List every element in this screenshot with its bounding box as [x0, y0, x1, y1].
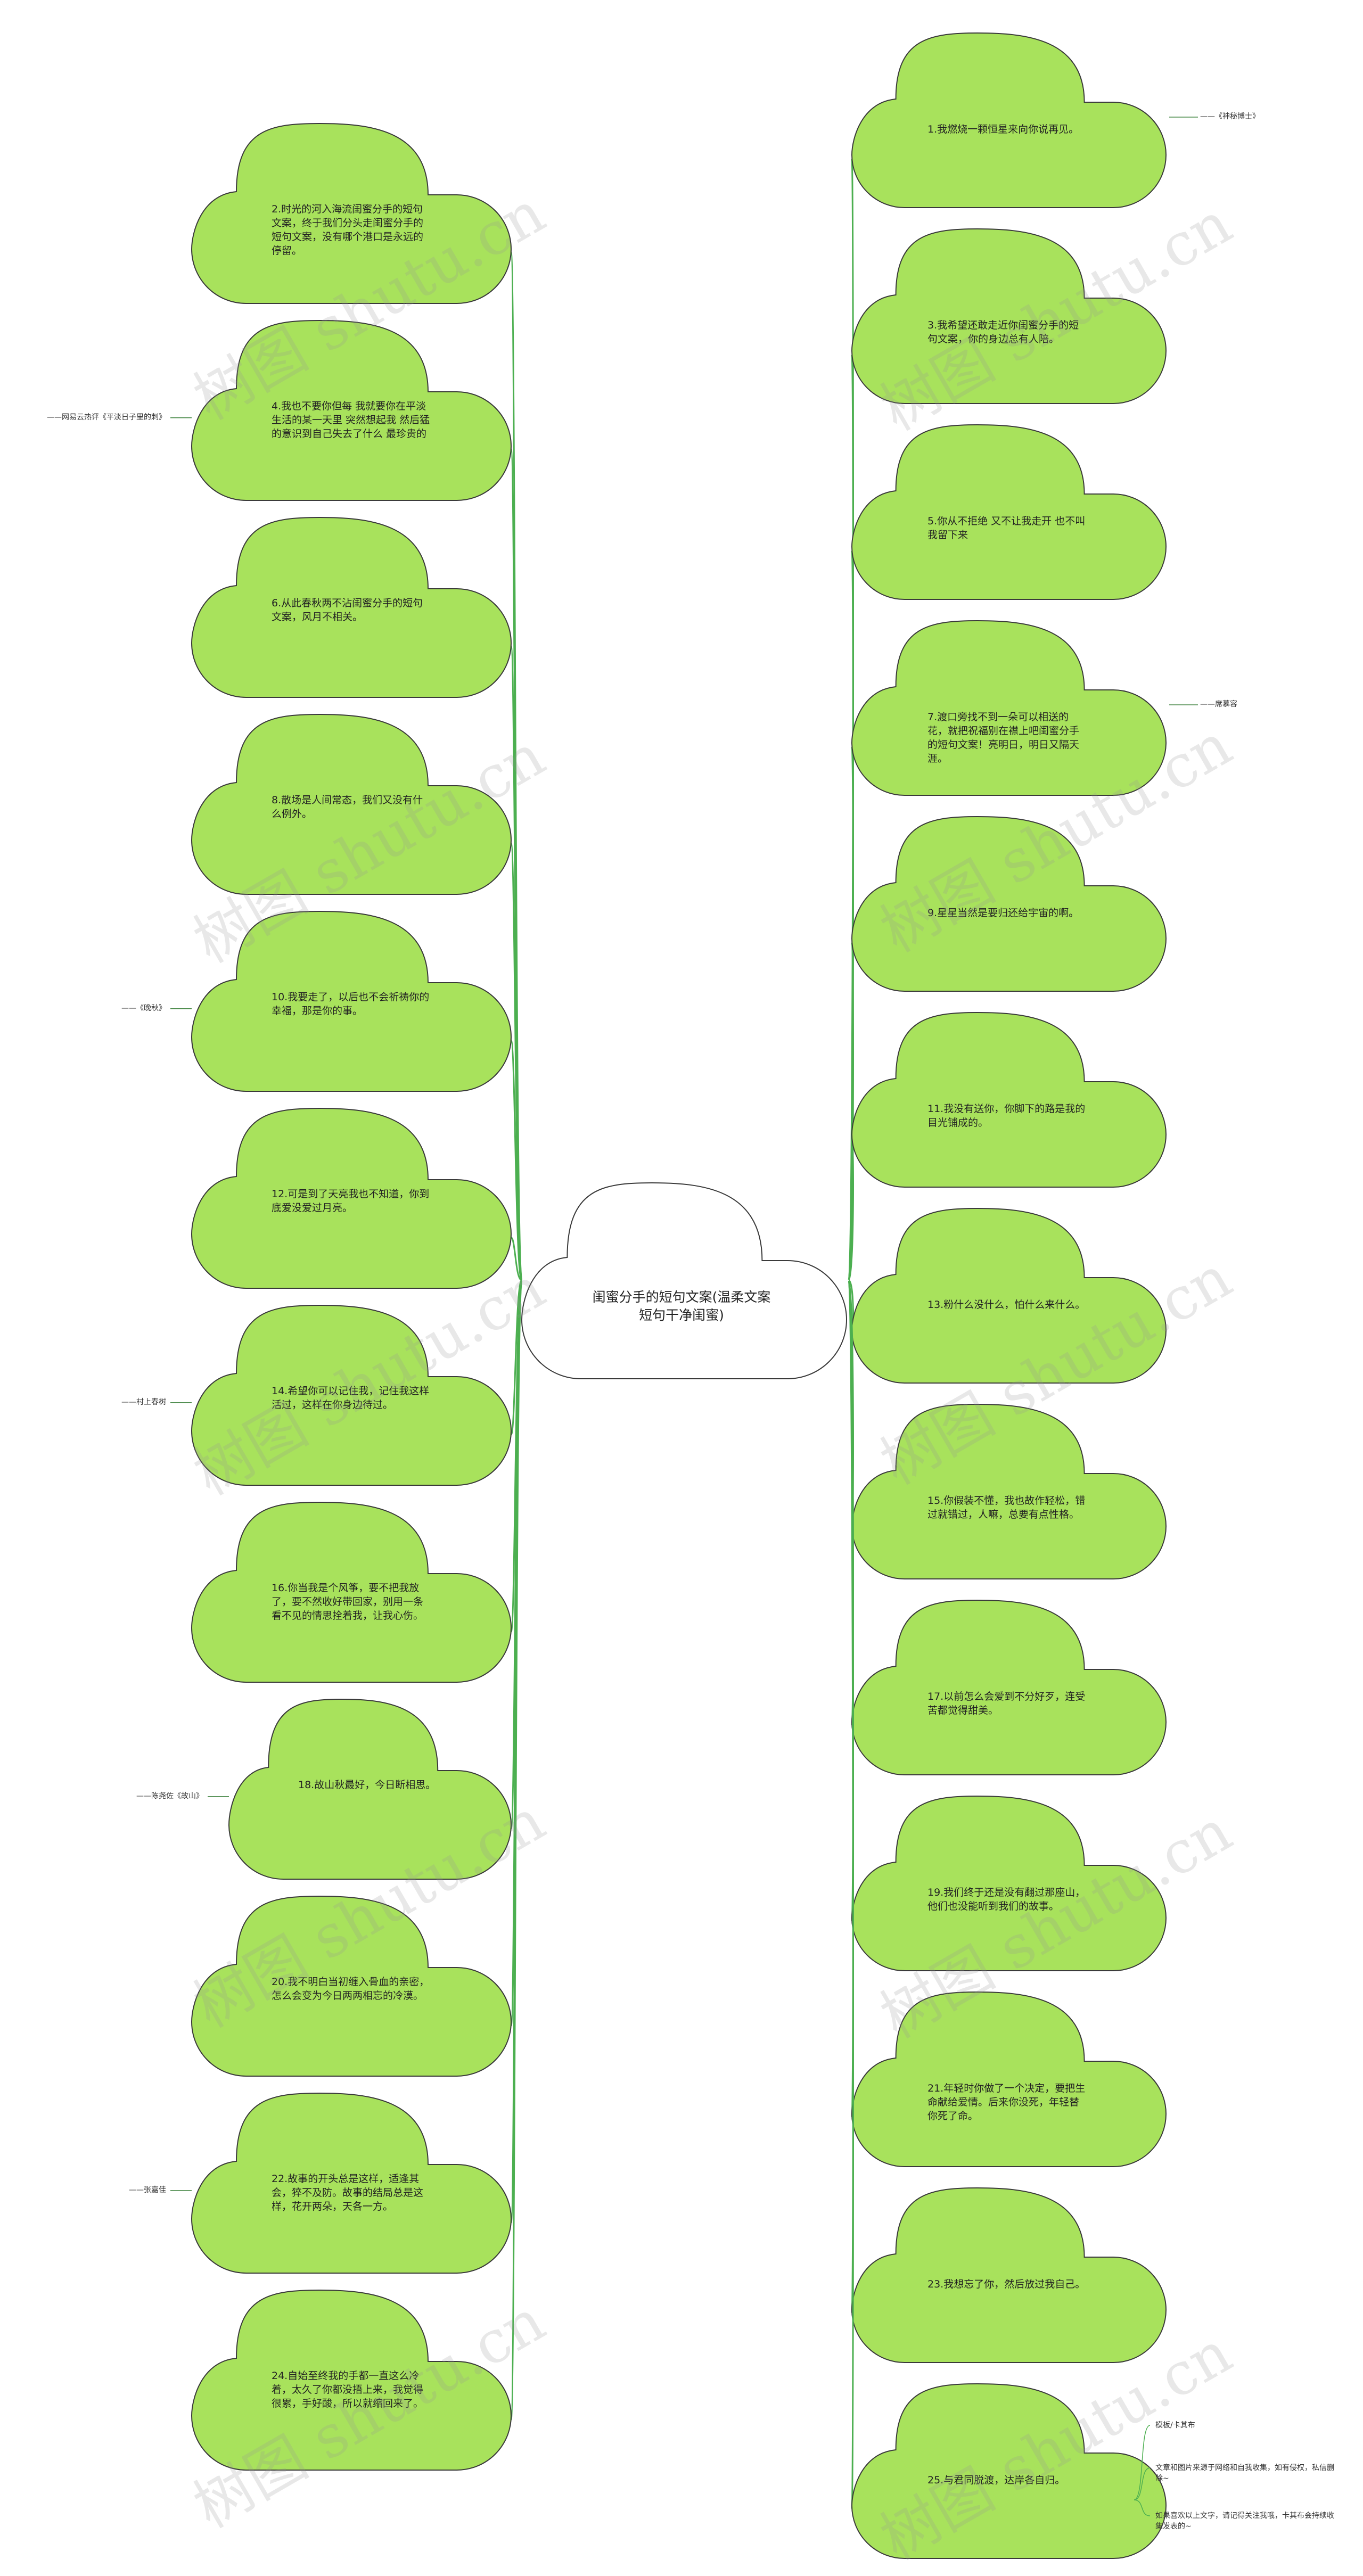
- node-left-0-text: 2.时光的河入海流闺蜜分手的短句文案，终于我们分头走闺蜜分手的短句文案，没有哪个…: [272, 203, 424, 257]
- source-left-10: ——张嘉佳: [129, 2185, 166, 2194]
- node-right-3-text: 7.渡口旁找不到一朵可以相送的花，就把祝福别在襟上吧闺蜜分手的短句文案！亮明日，…: [927, 711, 1080, 764]
- node-left-5-text: 12.可是到了天亮我也不知道，你到底爱没爱过月亮。: [272, 1188, 430, 1214]
- cloud-left-2: [191, 516, 512, 698]
- node-right-0-text: 1.我燃烧一颗恒星来向你说再见。: [927, 124, 1079, 135]
- cloud-right-3: [851, 620, 1167, 796]
- connector-right-4: [848, 941, 854, 1281]
- note-connector-2: [1134, 2499, 1151, 2516]
- cloud-left-9: [191, 1895, 512, 2077]
- node-left-7-text: 16.你当我是个风筝，要不把我放了，要不然收好带回家，别用一条看不见的情思拴着我…: [272, 1582, 424, 1622]
- note-2: 如果喜欢以上文字，请记得关注我哦，卡其布会持续收集发表的~: [1155, 2512, 1334, 2531]
- node-left-2-text: 6.从此春秋两不沾闺蜜分手的短句文案，风月不相关。: [272, 597, 423, 623]
- node-left-8-text: 18.故山秋最好，今日断相思。: [298, 1779, 436, 1791]
- node-right-6-text: 13.粉什么没什么，怕什么来什么。: [927, 1299, 1086, 1311]
- node-right-12-text: 25.与君同脱渡，达岸各自归。: [927, 2474, 1065, 2486]
- source-right-0: ——《神秘博士》: [1200, 112, 1260, 121]
- cloud-right-10: [851, 1991, 1167, 2167]
- source-left-1: ——网易云热评《平淡日子里的刺》: [47, 413, 166, 422]
- source-left-4: ——《晚秋》: [121, 1003, 166, 1013]
- cloud-left-3: [191, 713, 512, 895]
- cloud-left-5: [191, 1107, 512, 1289]
- cloud-left-10: [191, 2092, 512, 2274]
- node-right-2-text: 5.你从不拒绝 又不让我走开 也不叫我留下来: [927, 515, 1086, 541]
- node-left-9-text: 20.我不明白当初缠入骨血的亲密，怎么会变为今日两两相忘的冷漠。: [272, 1976, 430, 2002]
- cloud-right-9: [851, 1795, 1167, 1971]
- cloud-right-2: [851, 424, 1167, 600]
- cloud-right-11: [851, 2187, 1167, 2363]
- source-left-6: ——村上春树: [121, 1397, 166, 1406]
- cloud-right-6: [851, 1207, 1167, 1384]
- note-1: 文章和图片来源于网络和自我收集，如有侵权，私信删除~: [1155, 2464, 1334, 2483]
- source-left-8: ——陈尧佐《故山》: [136, 1791, 203, 1800]
- connector-left-4: [510, 1040, 523, 1281]
- center-cloud: [521, 1182, 847, 1379]
- node-right-11-text: 23.我想忘了你，然后放过我自己。: [927, 2278, 1086, 2290]
- node-left-10-text: 22.故事的开头总是这样，适逢其会，猝不及防。故事的结局总是这样，花开两朵，天各…: [272, 2173, 424, 2212]
- node-left-4-text: 10.我要走了，以后也不会祈祷你的幸福，那是你的事。: [272, 991, 430, 1017]
- node-left-11-text: 24.自始至终我的手都一直这么冷着，太久了你都没捂上来，我觉得很累，手好酸，所以…: [272, 2370, 424, 2409]
- note-connector-0: [1134, 2425, 1151, 2500]
- cloud-right-7: [851, 1403, 1167, 1579]
- note-connector-1: [1134, 2467, 1151, 2500]
- cloud-right-0: [851, 32, 1167, 208]
- center-title: 闺蜜分手的短句文案(温柔文案短句干净闺蜜): [592, 1289, 771, 1323]
- cloud-left-7: [191, 1501, 512, 1683]
- node-right-10-text: 21.年轻时你做了一个决定，要把生命献给爱情。后来你没死，年轻替你死了命。: [927, 2083, 1086, 2122]
- cloud-right-1: [851, 228, 1167, 404]
- cloud-left-8: [228, 1698, 512, 1880]
- node-right-5-text: 11.我没有送你，你脚下的路是我的目光铺成的。: [927, 1103, 1086, 1129]
- cloud-right-5: [851, 1011, 1167, 1188]
- cloud-left-0: [191, 122, 512, 304]
- note-0: 模板/卡其布: [1155, 2421, 1195, 2430]
- node-right-8-text: 17.以前怎么会爱到不分好歹，连受苦都觉得甜美。: [927, 1691, 1086, 1716]
- connector-left-5: [510, 1237, 522, 1281]
- cloud-left-1: [191, 319, 512, 501]
- source-right-3: ——席慕容: [1200, 700, 1237, 709]
- node-right-9-text: 19.我们终于还是没有翻过那座山，他们也没能听到我们的故事。: [927, 1887, 1086, 1912]
- connector-right-12: [848, 1279, 854, 2511]
- node-right-1-text: 3.我希望还敢走近你闺蜜分手的短句文案，你的身边总有人陪。: [927, 319, 1079, 345]
- node-right-7-text: 15.你假装不懂，我也故作轻松，错过就错过，人嘛，总要有点性格。: [927, 1495, 1086, 1520]
- cloud-right-8: [851, 1599, 1167, 1775]
- cloud-right-4: [851, 816, 1167, 992]
- connector-left-11: [510, 1279, 523, 2421]
- cloud-right-12: [851, 2383, 1167, 2559]
- node-left-1-text: 4.我也不要你但每 我就要你在平淡生活的某一天里 突然想起我 然后猛的意识到自己…: [272, 400, 430, 440]
- node-right-4-text: 9.星星当然是要归还给宇宙的啊。: [927, 907, 1079, 919]
- node-left-3-text: 8.散场是人间常态，我们又没有什么例外。: [272, 794, 423, 820]
- cloud-left-11: [191, 2289, 512, 2471]
- cloud-left-6: [191, 1304, 512, 1486]
- cloud-left-4: [191, 910, 512, 1092]
- node-left-6-text: 14.希望你可以记住我，记住我这样活过，这样在你身边待过。: [272, 1385, 430, 1411]
